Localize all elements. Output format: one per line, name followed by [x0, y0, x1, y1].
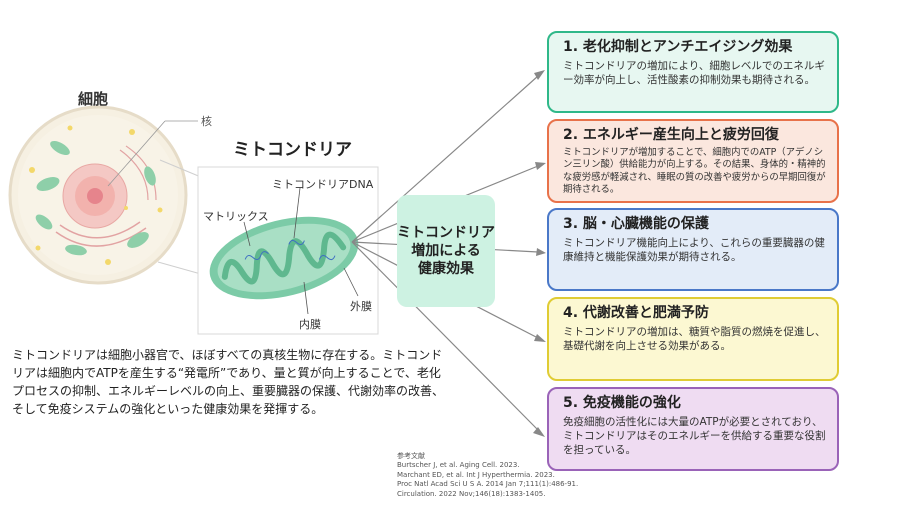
card-body: ミトコンドリアの増加により、細胞レベルでのエネルギー効率が向上し、活性酸素の抑制…	[563, 59, 825, 86]
card-metabolism: 4. 代謝改善と肥満予防 ミトコンドリアの増加は、糖質や脂質の燃焼を促進し、基礎…	[547, 297, 839, 381]
card-title: 1. 老化抑制とアンチエイジング効果	[563, 39, 793, 55]
reference-item: Circulation. 2022 Nov;146(18):1383-1405.	[397, 489, 546, 498]
card-energy: 2. エネルギー産生向上と疲労回復 ミトコンドリアが増加することで、細胞内でのA…	[547, 119, 839, 203]
center-box-text: ミトコンドリア 増加による 健康効果	[397, 224, 495, 278]
card-immune: 5. 免疫機能の強化 免疫細胞の活性化には大量のATPが必要とされており、ミトコ…	[547, 387, 839, 471]
card-body: ミトコンドリアが増加することで、細胞内でのATP（アデノシン三リン酸）供給能力が…	[563, 146, 826, 196]
references: 参考文献 Burtscher J, et al. Aging Cell. 202…	[397, 452, 578, 499]
reference-item: Burtscher J, et al. Aging Cell. 2023.	[397, 461, 520, 470]
outer-membrane-label: 外膜	[350, 300, 372, 313]
card-body: 免疫細胞の活性化には大量のATPが必要とされており、ミトコンドリアはそのエネルギ…	[563, 415, 826, 457]
center-box: ミトコンドリア 増加による 健康効果	[397, 195, 495, 307]
card-brain-heart: 3. 脳・心臓機能の保護 ミトコンドリア機能向上により、これらの重要臓器の健康維…	[547, 208, 839, 291]
reference-item: Proc Natl Acad Sci U S A. 2014 Jan 7;111…	[397, 480, 579, 489]
cell-illustration	[8, 105, 188, 285]
card-body: ミトコンドリア機能向上により、これらの重要臓器の健康維持と機能保護効果が期待され…	[563, 236, 825, 263]
inner-membrane-label: 内膜	[299, 318, 321, 331]
matrix-label: マトリックス	[203, 210, 269, 223]
description-text: ミトコンドリアは細胞小器官で、ほぼすべての真核生物に存在する。ミトコンドリアは細…	[12, 348, 445, 416]
card-title: 5. 免疫機能の強化	[563, 395, 681, 411]
card-title: 2. エネルギー産生向上と疲労回復	[563, 127, 779, 143]
cell-label: 細胞	[78, 90, 109, 108]
mitochondria-title: ミトコンドリア	[233, 140, 352, 160]
reference-item: Marchant ED, et al. Int J Hyperthermia. …	[397, 470, 555, 479]
card-anti-aging: 1. 老化抑制とアンチエイジング効果 ミトコンドリアの増加により、細胞レベルでの…	[547, 31, 839, 113]
card-body: ミトコンドリアの増加は、糖質や脂質の燃焼を促進し、基礎代謝を向上させる効果がある…	[563, 325, 826, 352]
references-title: 参考文献	[397, 452, 425, 460]
card-title: 3. 脳・心臓機能の保護	[563, 216, 709, 232]
mitochondria-illustration	[209, 216, 359, 300]
mito-dna-label: ミトコンドリアDNA	[272, 178, 374, 191]
card-title: 4. 代謝改善と肥満予防	[563, 305, 709, 321]
nucleus-label: 核	[201, 115, 212, 128]
